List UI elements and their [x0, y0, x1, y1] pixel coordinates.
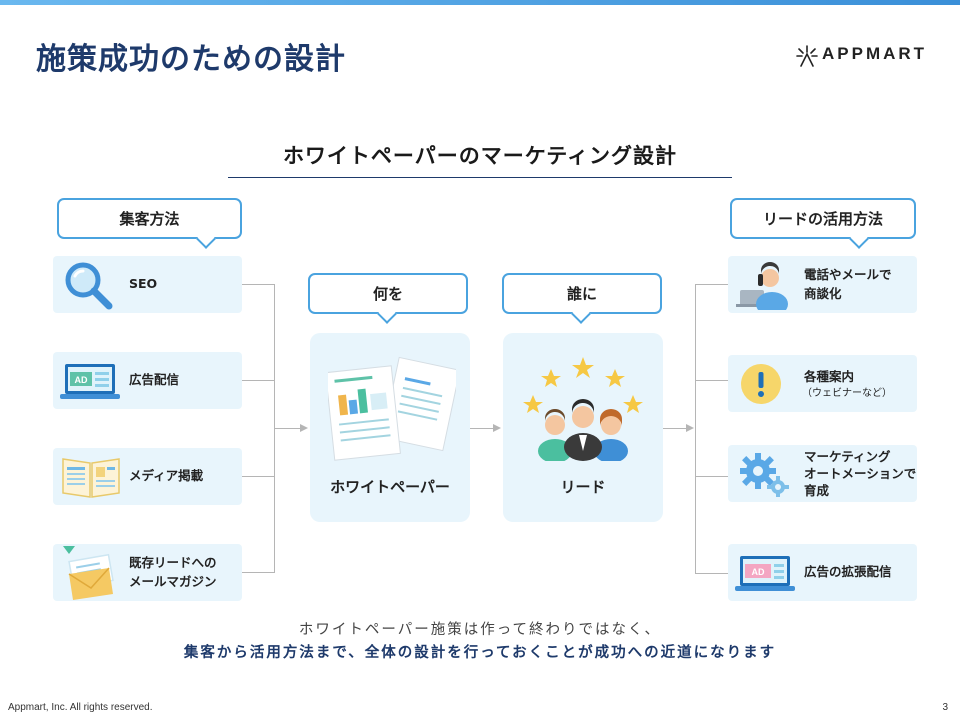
connector-line — [242, 380, 275, 381]
connector-line — [695, 284, 728, 285]
connector-line — [695, 476, 728, 477]
connector-line — [242, 284, 275, 285]
exclamation-icon — [741, 364, 781, 404]
subtitle-underline — [228, 177, 732, 178]
item-label-line2: （ウェビナーなど） — [802, 388, 892, 399]
item-label: 電話やメールで — [804, 267, 892, 282]
appmart-logo: APPMART — [794, 42, 924, 68]
acquisition-item-media: メディア掲載 — [53, 448, 242, 505]
copyright-footer: Appmart, Inc. All rights reserved. — [8, 702, 153, 713]
item-label: 広告の拡張配信 — [804, 564, 892, 579]
logo-text: APPMART — [822, 44, 928, 63]
who-heading: 誰に — [502, 273, 662, 324]
what-heading-label: 何を — [372, 285, 403, 303]
connector-line — [695, 573, 728, 574]
item-label: 既存リードへの — [129, 555, 217, 570]
bubble-tail — [571, 304, 591, 324]
people-stars-icon — [523, 357, 643, 461]
phone-person-icon — [736, 262, 788, 310]
item-label-line3: 育成 — [804, 483, 830, 498]
lead-card: リード — [503, 333, 663, 522]
bubble-tail — [196, 229, 216, 249]
top-accent-bar — [0, 0, 960, 5]
item-label: メディア掲載 — [129, 468, 204, 483]
page-title: 施策成功のための設計 — [36, 42, 346, 77]
who-heading-label: 誰に — [566, 285, 597, 303]
summary-note-line1: ホワイトペーパー施策は作って終わりではなく、 — [298, 622, 662, 638]
magnifier-icon — [65, 262, 113, 310]
bubble-tail — [849, 229, 869, 249]
item-label: マーケティング — [804, 449, 891, 464]
laptop-ad-icon: AD — [735, 556, 795, 591]
item-label: 各種案内 — [804, 369, 855, 384]
connector-line — [242, 572, 275, 573]
utilization-item-extended-ads: AD 広告の拡張配信 — [728, 544, 917, 601]
summary-note-line2: 集客から活用方法まで、全体の設計を行っておくことが成功への近道になります — [183, 645, 777, 661]
utilization-item-announcements: 各種案内 （ウェビナーなど） — [728, 355, 917, 412]
arrow-head — [300, 424, 308, 432]
ad-badge-text: AD — [752, 567, 765, 577]
utilization-heading-label: リードの活用方法 — [762, 210, 883, 228]
whitepaper-card: ホワイトペーパー — [310, 333, 470, 522]
document-icon — [328, 356, 456, 461]
utilization-item-sales: 電話やメールで 商談化 — [728, 256, 917, 313]
utilization-item-automation: マーケティング オートメーションで 育成 — [728, 445, 917, 502]
connector-line — [470, 428, 494, 429]
utilization-heading: リードの活用方法 — [730, 198, 916, 249]
arrow-head — [493, 424, 501, 432]
item-label-line2: メールマガジン — [129, 574, 217, 589]
connector-line — [242, 476, 275, 477]
whitepaper-label: ホワイトペーパー — [330, 478, 450, 496]
acquisition-item-seo: SEO — [53, 256, 242, 313]
logo-mark-icon — [796, 45, 818, 67]
bubble-tail — [377, 304, 397, 324]
connector-line — [695, 380, 728, 381]
item-label: SEO — [129, 276, 158, 291]
lead-label: リード — [560, 478, 606, 496]
connector-line — [663, 428, 687, 429]
acquisition-item-ads: AD 広告配信 — [53, 352, 242, 409]
item-label-line2: 商談化 — [804, 286, 842, 301]
diagram-subtitle: ホワイトペーパーのマーケティング設計 — [282, 144, 678, 168]
magazine-icon — [62, 458, 120, 498]
acquisition-item-newsletter: 既存リードへの メールマガジン — [53, 544, 242, 601]
connector-line — [274, 428, 300, 429]
envelope-icon — [63, 546, 114, 600]
gear-icon — [740, 453, 789, 497]
item-label: 広告配信 — [129, 372, 180, 387]
connector-line — [695, 284, 696, 574]
item-label-line2: オートメーションで — [804, 466, 917, 481]
acquisition-heading-label: 集客方法 — [119, 210, 180, 228]
page-number: 3 — [942, 702, 948, 713]
ad-badge-text: AD — [75, 375, 88, 385]
laptop-ad-icon: AD — [60, 364, 120, 399]
what-heading: 何を — [308, 273, 468, 324]
acquisition-heading: 集客方法 — [57, 198, 242, 249]
arrow-head — [686, 424, 694, 432]
